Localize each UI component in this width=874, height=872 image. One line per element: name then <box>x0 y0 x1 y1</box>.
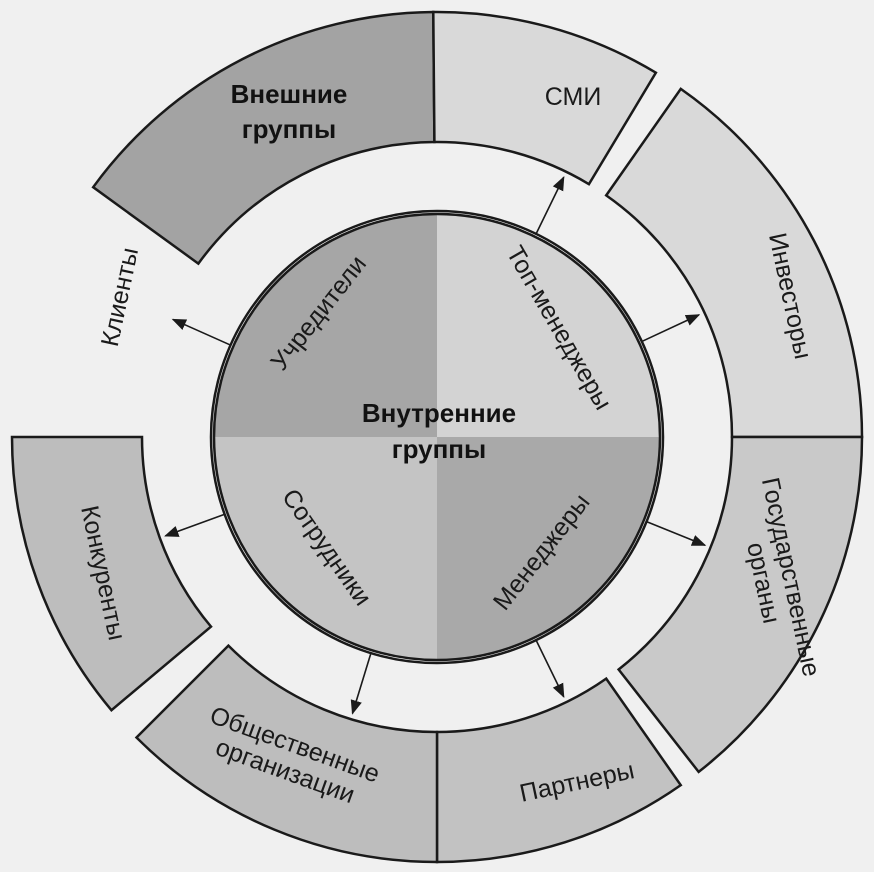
outer-ring: КлиентыСМИИнвесторыГосударственныеорганы… <box>10 10 864 864</box>
inner-quadrant-founders <box>214 214 437 437</box>
inner-quadrant-employees <box>214 437 437 660</box>
arrow-to-competitors <box>164 513 224 537</box>
arrow-to-clients <box>171 318 230 346</box>
outer-title-line-2: группы <box>242 114 336 144</box>
inner-quadrant-top-managers <box>437 214 660 437</box>
inner-title-line-2: группы <box>392 434 486 464</box>
outer-segment-partners <box>435 676 683 864</box>
inner-quadrant-managers <box>437 437 660 660</box>
outer-segment-public-orgs <box>134 643 439 864</box>
outer-segment-investors <box>604 87 864 439</box>
outer-segment-competitors <box>10 435 213 712</box>
outer-title-line-1: Внешние <box>231 79 348 109</box>
outer-segment-government <box>616 435 864 774</box>
inner-title-line-1: Внутренние <box>362 398 516 428</box>
arrow-to-media <box>535 175 565 234</box>
outer-segment-clients <box>91 10 436 266</box>
outer-label-line: СМИ <box>545 83 602 111</box>
inner-border <box>212 212 662 662</box>
arrow-to-public-orgs <box>350 653 372 715</box>
arrow-to-investors <box>642 314 701 342</box>
outer-label-media: СМИ <box>545 83 602 111</box>
arrow-to-government <box>647 521 707 547</box>
outer-segment-media <box>432 10 658 186</box>
arrow-to-partners <box>535 640 565 699</box>
arrows <box>164 175 707 715</box>
